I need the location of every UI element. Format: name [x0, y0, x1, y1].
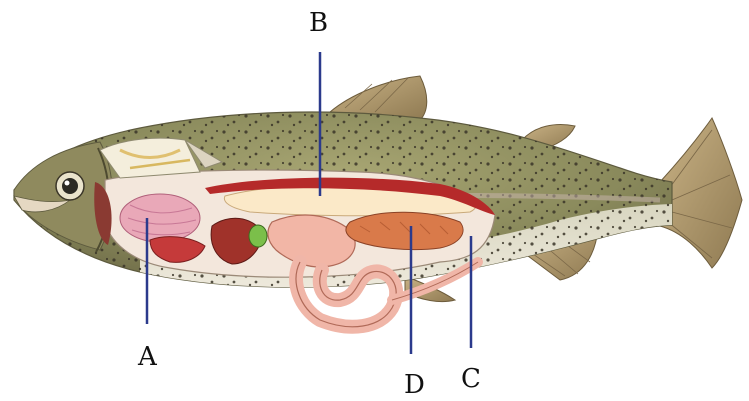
label-d: D	[404, 372, 425, 398]
label-c: C	[461, 366, 481, 392]
label-a: A	[138, 344, 157, 370]
label-b: B	[309, 10, 328, 36]
gallbladder	[249, 225, 267, 247]
caudal-fin	[660, 118, 745, 268]
